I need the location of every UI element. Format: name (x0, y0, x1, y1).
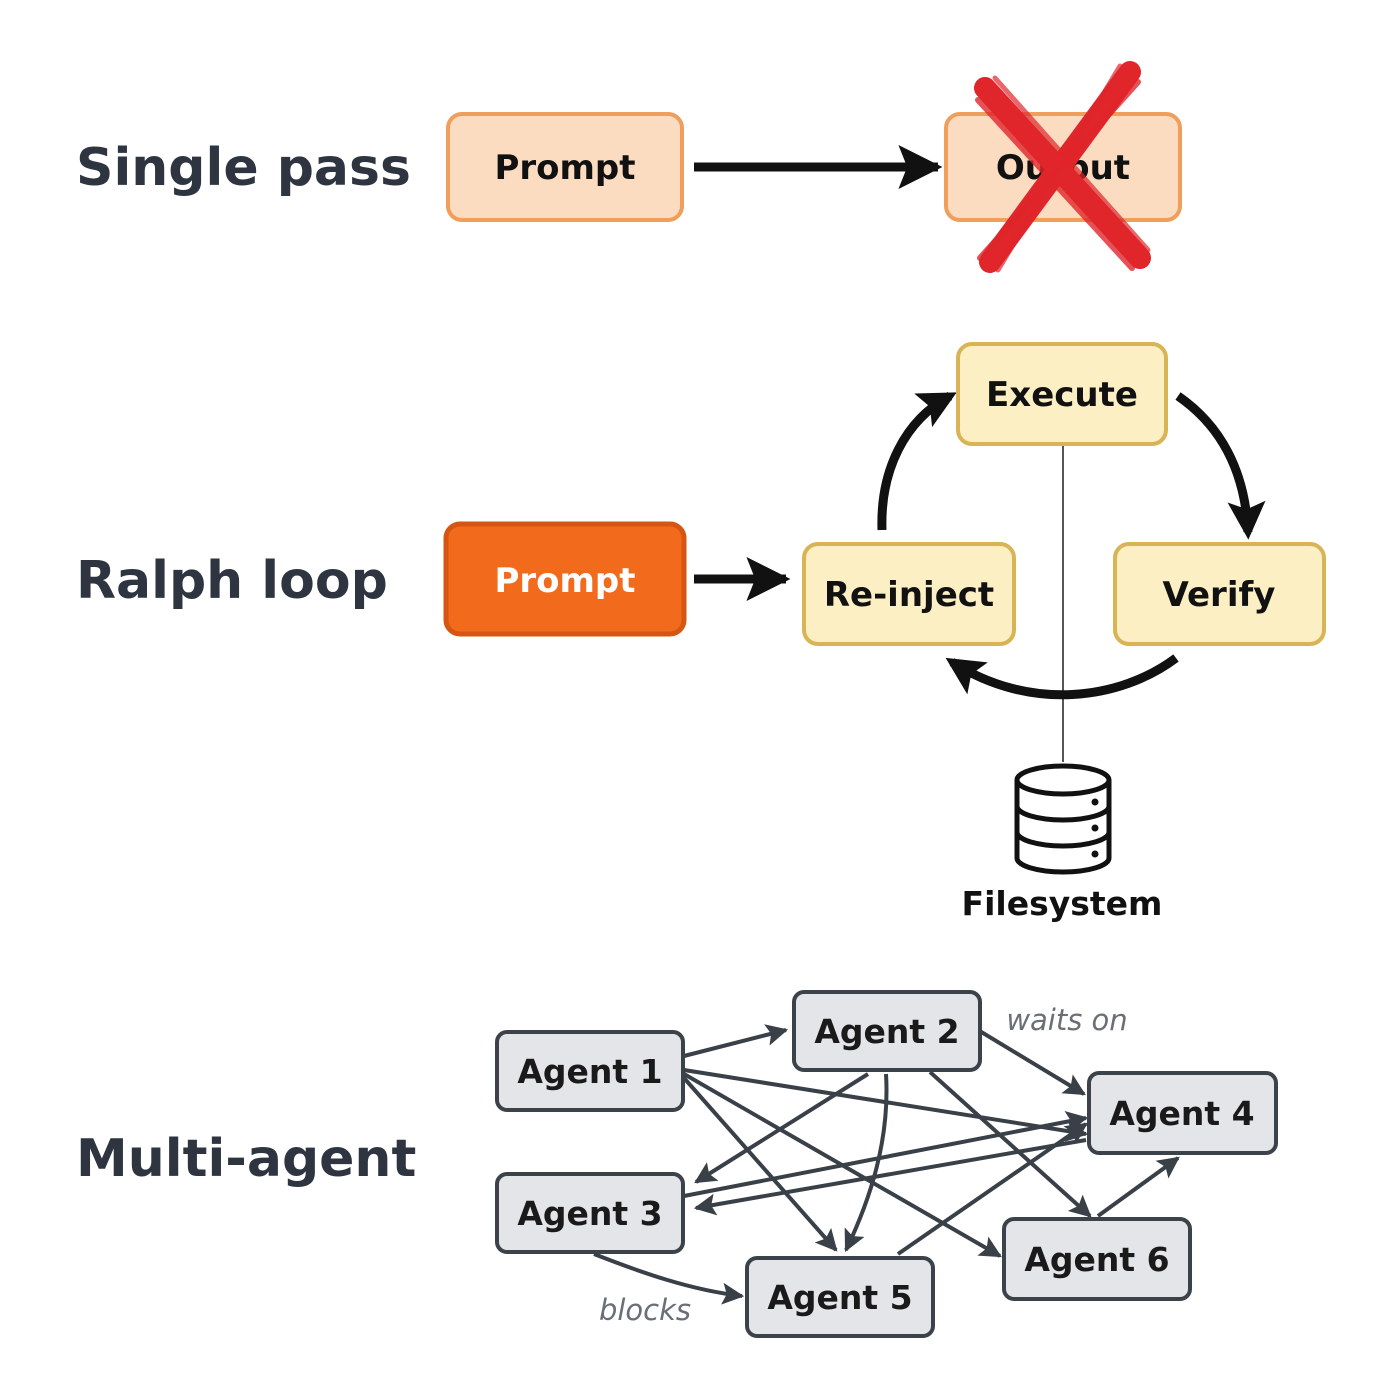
agent-node-3: Agent 3 (495, 1172, 685, 1254)
single-pass-prompt-label: Prompt (494, 148, 635, 188)
ralph-execute-label: Execute (986, 375, 1138, 415)
agent-label-4: Agent 4 (1109, 1094, 1254, 1133)
edge-agent1-agent2 (683, 1024, 789, 1058)
row-label-multi-agent: Multi-agent (76, 1129, 416, 1189)
agent-node-4: Agent 4 (1087, 1071, 1278, 1155)
edge-agent3-agent5 (593, 1252, 745, 1305)
row-ralph-loop: Ralph loop Prompt Execute Re-inject Veri… (76, 342, 1326, 923)
ralph-verify-node: Verify (1113, 542, 1326, 646)
agent-node-2: Agent 2 (792, 990, 982, 1072)
ralph-verify-label: Verify (1163, 575, 1276, 615)
row-label-single-pass: Single pass (76, 138, 411, 198)
database-icon (1014, 763, 1112, 875)
row-label-ralph-loop: Ralph loop (76, 551, 388, 611)
agent-label-2: Agent 2 (814, 1012, 959, 1051)
row-multi-agent: Multi-agent (76, 990, 1278, 1338)
filesystem-label: Filesystem (962, 884, 1163, 923)
edge-agent2-agent3 (694, 1072, 870, 1184)
ralph-reinject-label: Re-inject (824, 575, 994, 615)
loop-arrow-execute-to-verify (1175, 392, 1266, 540)
agent-node-5: Agent 5 (745, 1256, 935, 1338)
edge-agent3-agent4 (683, 1110, 1089, 1198)
agent-node-6: Agent 6 (1002, 1217, 1192, 1301)
ralph-reinject-node: Re-inject (802, 542, 1016, 646)
ralph-prompt-label: Prompt (494, 561, 635, 601)
row-single-pass: Single pass Prompt Output (76, 61, 1182, 273)
edge-agent6-agent4 (1096, 1156, 1180, 1218)
agent-label-3: Agent 3 (517, 1194, 662, 1233)
edge-agent4-agent3 (693, 1138, 1087, 1216)
edge-agent2-agent5 (844, 1073, 889, 1252)
agent-edges (593, 1024, 1180, 1305)
edge-label-blocks: blocks (599, 1293, 691, 1327)
edge-agent1-agent5 (682, 1076, 838, 1252)
edge-agent2-agent4 (976, 1028, 1086, 1096)
edge-agent2-agent6 (928, 1070, 1092, 1218)
agent-label-1: Agent 1 (517, 1052, 662, 1091)
agent-node-1: Agent 1 (495, 1030, 685, 1112)
edge-label-waits-on: waits on (1006, 1003, 1127, 1037)
loop-arrow-verify-to-reinject (945, 654, 1179, 700)
agent-label-6: Agent 6 (1024, 1240, 1169, 1279)
single-pass-prompt-node: Prompt (446, 112, 684, 222)
agent-label-5: Agent 5 (767, 1278, 912, 1317)
ralph-prompt-node: Prompt (443, 521, 687, 637)
loop-arrow-reinject-to-execute (877, 392, 957, 531)
ralph-execute-node: Execute (956, 342, 1168, 446)
cross-out-icon (974, 61, 1151, 273)
edge-agent5-agent4 (896, 1122, 1088, 1256)
